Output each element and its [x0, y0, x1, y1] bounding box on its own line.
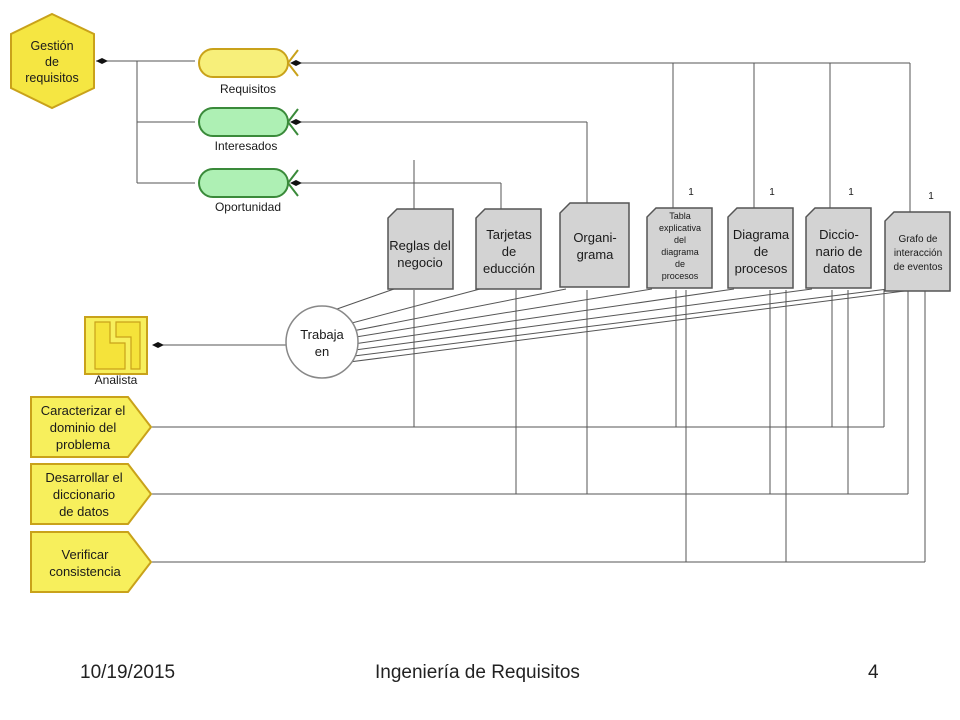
process-label: Caracterizar el [41, 403, 126, 418]
doc-label: Reglas del [389, 238, 451, 253]
footer-title: Ingeniería de Requisitos [375, 662, 580, 683]
multiplicity-label: 1 [928, 191, 934, 202]
footer-date: 10/19/2015 [80, 662, 176, 683]
pill-label-requisitos: Requisitos [220, 82, 276, 96]
doc-label: del [674, 235, 686, 245]
diamond-marker [152, 342, 164, 348]
process-label: diccionario [53, 487, 115, 502]
doc-label: datos [823, 261, 855, 276]
doc-tarjetas-educcion[interactable]: Tarjetas de educción [475, 208, 542, 290]
relation-label: en [315, 344, 329, 359]
footer-page-number: 4 [868, 662, 879, 683]
doc-label: Organi- [573, 230, 616, 245]
doc-label: Tarjetas [486, 227, 532, 242]
multiplicity-label: 1 [688, 187, 694, 198]
doc-label: Grafo de [899, 234, 938, 245]
doc-label: nario de [816, 244, 863, 259]
diamond-marker [290, 60, 302, 66]
process-label: consistencia [49, 564, 121, 579]
doc-label: Diccio- [819, 227, 859, 242]
goal-label-line-2: de [45, 55, 59, 69]
process-label: dominio del [50, 420, 117, 435]
doc-label: de [502, 244, 516, 259]
doc-label: interacción [894, 248, 942, 259]
relation-trabaja-en[interactable]: Trabaja en [285, 305, 359, 379]
aggregation-markers [96, 58, 302, 348]
diamond-marker [290, 119, 302, 125]
pill-label-interesados: Interesados [215, 139, 278, 153]
doc-reglas-negocio[interactable]: Reglas del negocio [387, 208, 454, 290]
actor-analista[interactable]: Analista [84, 316, 148, 387]
pill-label-oportunidad: Oportunidad [215, 200, 281, 214]
multiplicity-label: 1 [848, 187, 854, 198]
doc-label: diagrama [661, 247, 699, 257]
process-label: de datos [59, 504, 109, 519]
connector-lines [96, 60, 926, 563]
multiplicity-label: 1 [769, 187, 775, 198]
actor-icon [94, 321, 141, 370]
doc-label: negocio [397, 255, 443, 270]
pill-oportunidad[interactable]: Oportunidad [198, 168, 299, 214]
process-verificar-consistencia[interactable]: Verificar consistencia [30, 531, 153, 593]
doc-label: de [675, 259, 685, 269]
goal-label-line-3: requisitos [25, 71, 79, 85]
doc-label: grama [577, 247, 615, 262]
doc-label: explicativa [659, 223, 701, 233]
goal-label-line-1: Gestión [30, 39, 73, 53]
actor-label: Analista [95, 373, 138, 387]
doc-label: de eventos [894, 262, 943, 273]
doc-label: procesos [662, 271, 699, 281]
doc-label: Tabla [669, 211, 691, 221]
doc-grafo-interaccion[interactable]: Grafo de interacción de eventos [884, 211, 951, 292]
diamond-marker [96, 58, 108, 64]
relation-label: Trabaja [300, 327, 344, 342]
goal-gestion-requisitos[interactable]: Gestión de requisitos [10, 12, 95, 110]
doc-tabla-explicativa[interactable]: Tabla explicativa del diagrama de proces… [646, 207, 713, 289]
doc-label: Diagrama [733, 227, 790, 242]
process-label: Desarrollar el [45, 470, 122, 485]
diamond-marker [290, 180, 302, 186]
doc-label: educción [483, 261, 535, 276]
pill-interesados[interactable]: Interesados [198, 107, 299, 153]
doc-organigrama[interactable]: Organi- grama [559, 202, 630, 288]
process-label: problema [56, 437, 111, 452]
doc-diccionario-datos[interactable]: Diccio- nario de datos [805, 207, 872, 289]
doc-diagrama-procesos[interactable]: Diagrama de procesos [727, 207, 794, 289]
process-desarrollar-diccionario[interactable]: Desarrollar el diccionario de datos [30, 463, 153, 525]
pill-requisitos[interactable]: Requisitos [198, 48, 299, 96]
doc-label: de [754, 244, 768, 259]
process-label: Verificar [62, 547, 110, 562]
process-caracterizar-dominio[interactable]: Caracterizar el dominio del problema [30, 396, 153, 458]
doc-label: procesos [735, 261, 788, 276]
